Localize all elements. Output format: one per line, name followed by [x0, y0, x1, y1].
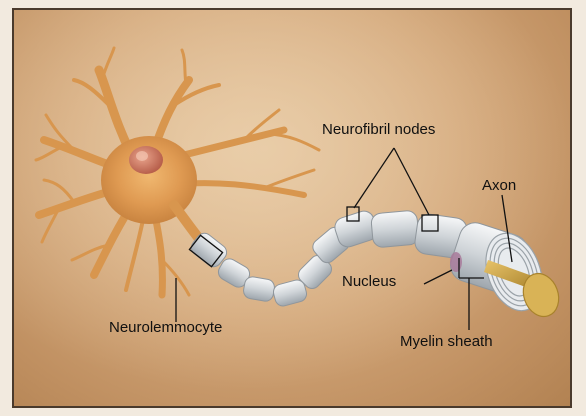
label-nucleus: Nucleus [342, 274, 396, 289]
label-myelin-sheath: Myelin sheath [400, 334, 493, 349]
illustration-frame: Neurofibril nodes Axon Nucleus Neurolemm… [12, 8, 572, 408]
label-neurofibril-nodes: Neurofibril nodes [322, 122, 435, 137]
label-neurolemmocyte: Neurolemmocyte [109, 320, 222, 335]
label-axon: Axon [482, 178, 516, 193]
schwann-nucleus [450, 252, 462, 272]
cell-nucleus [129, 146, 163, 174]
nucleolus [136, 151, 148, 161]
